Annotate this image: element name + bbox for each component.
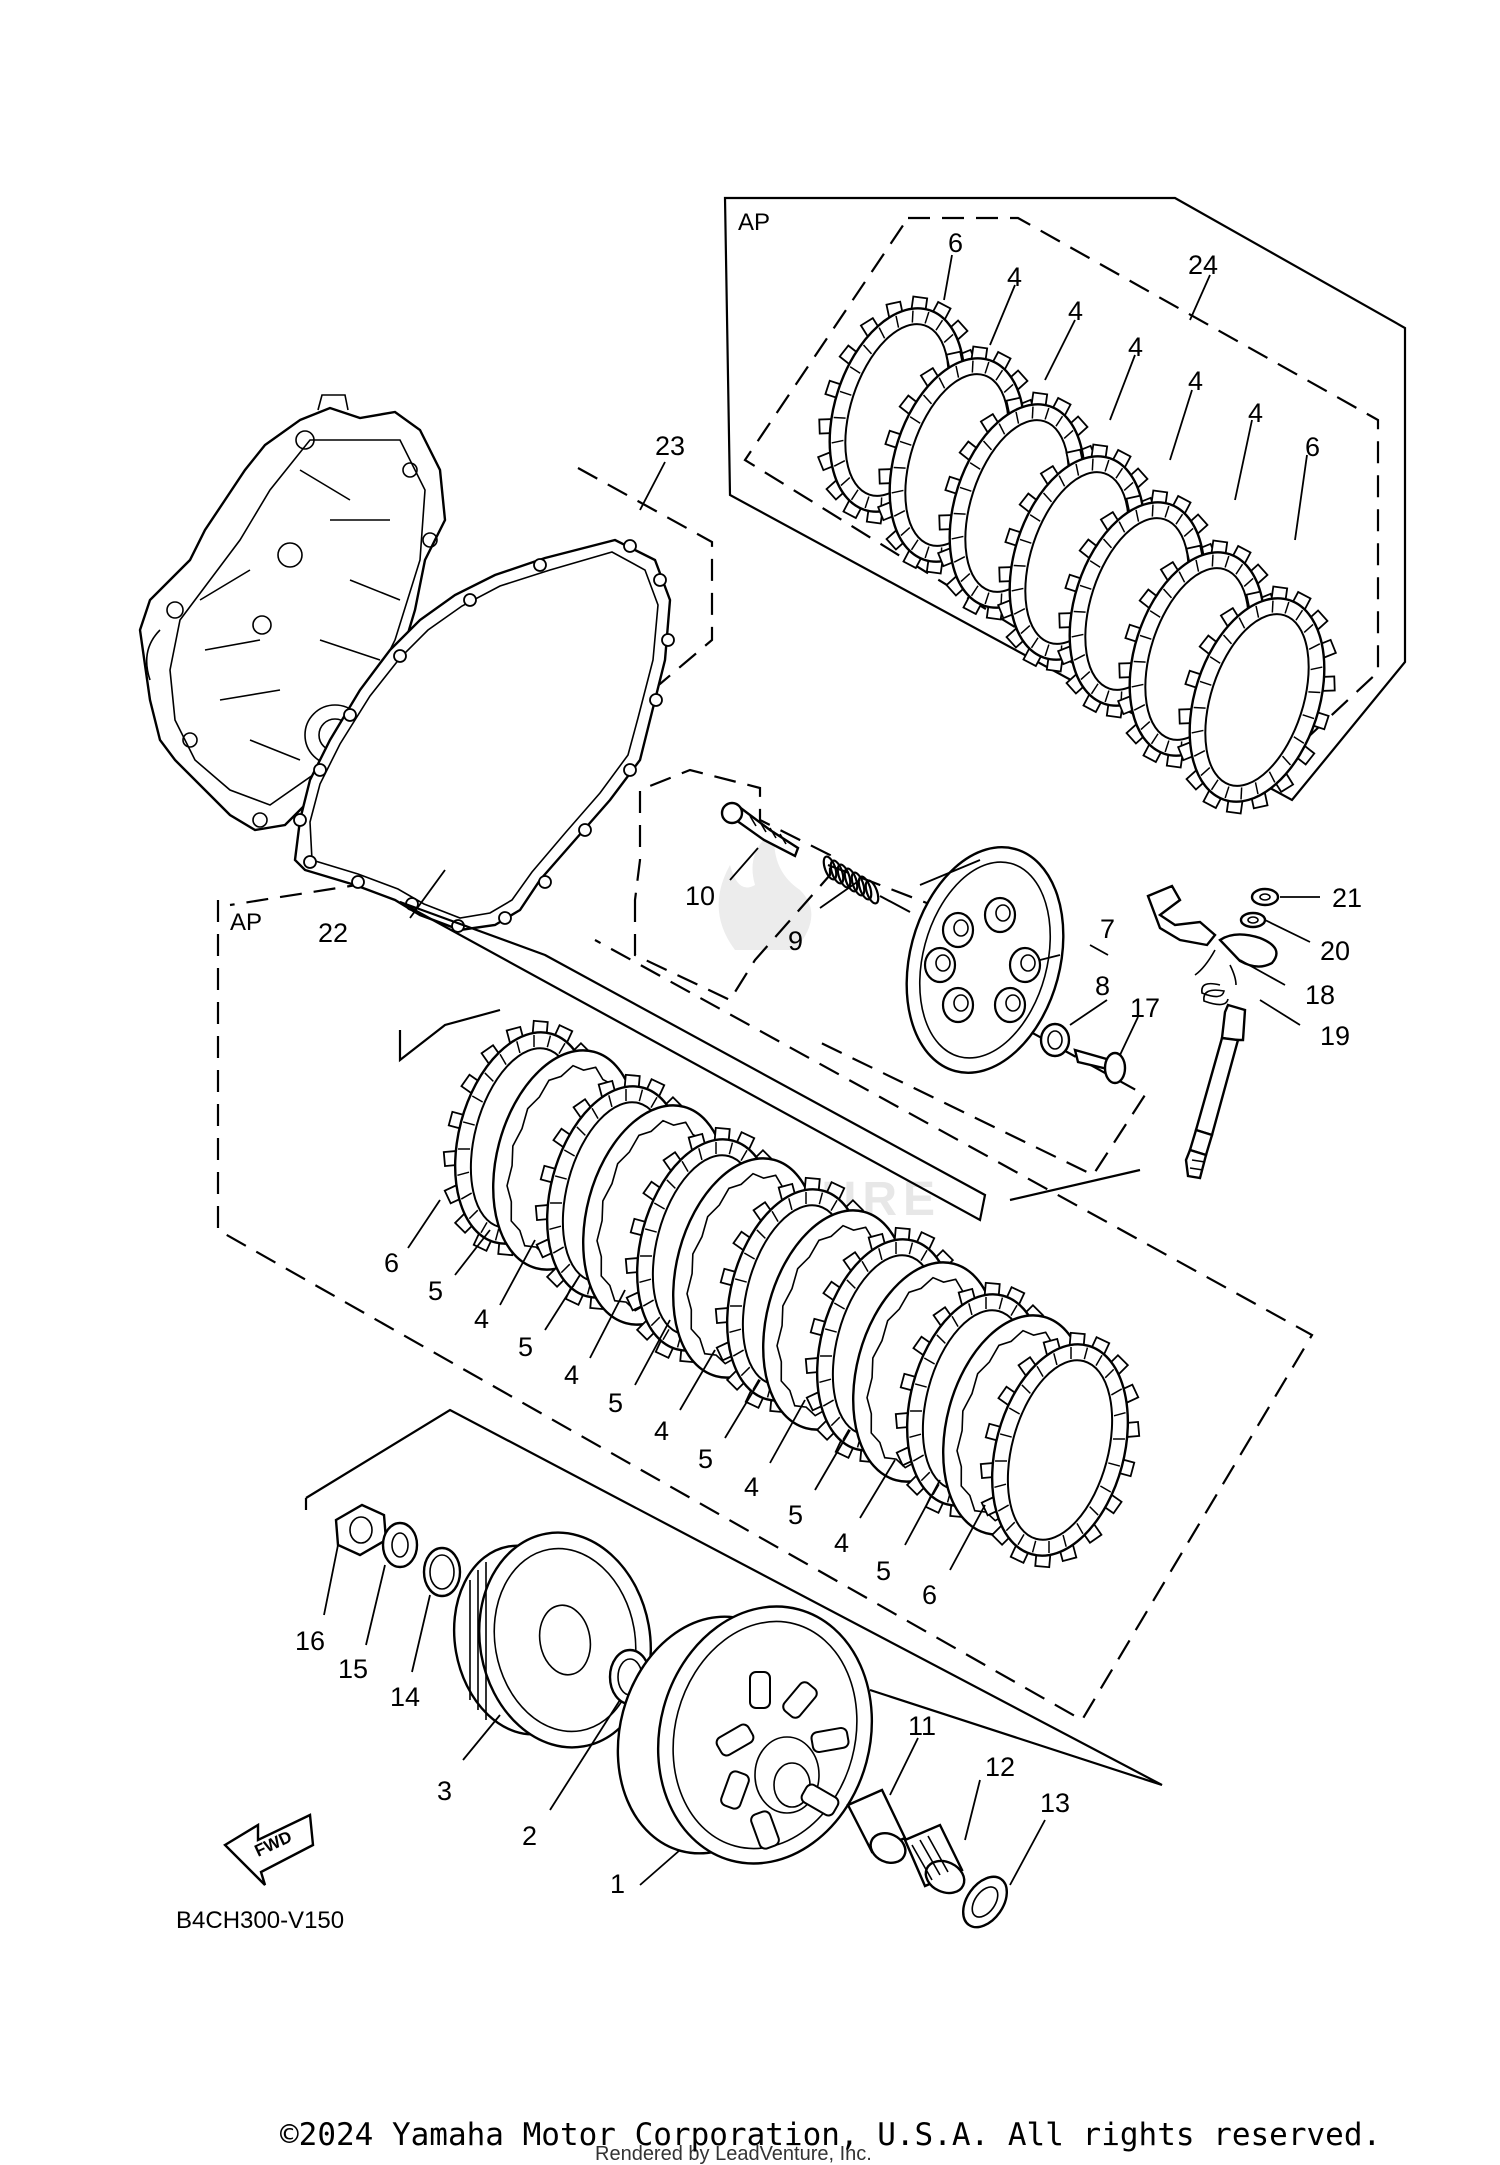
copyright: ©2024 Yamaha Motor Corporation, U.S.A. A…: [280, 2117, 1381, 2153]
callout-d4d: 4: [744, 1472, 759, 1502]
leader-lines: [323, 254, 1320, 1886]
callout-d6a: 6: [384, 1248, 399, 1278]
callout-c9: 9: [788, 926, 803, 956]
callout-c1: 1: [610, 1869, 625, 1899]
callout-d5f: 5: [876, 1556, 891, 1586]
crankcase-cover: [138, 394, 447, 832]
callout-d5c: 5: [608, 1388, 623, 1418]
callout-c4d: 4: [1188, 366, 1203, 396]
callout-d4b: 4: [564, 1360, 579, 1390]
gasket-group: [229, 467, 714, 933]
callout-c19: 19: [1320, 1021, 1350, 1051]
rendered-by: Rendered by LeadVenture, Inc.: [595, 2143, 872, 2165]
callout-c7: 7: [1100, 914, 1115, 944]
diagram-code: B4CH300-V150: [176, 1907, 344, 1934]
lower-assembly: [334, 1503, 1009, 1929]
pressure-plate-assembly: [814, 846, 1147, 1177]
callout-c4a: 4: [1007, 262, 1022, 292]
callout-c10: 10: [685, 881, 715, 911]
callout-c14: 14: [390, 1682, 420, 1712]
callout-c11: 11: [908, 1711, 936, 1741]
callout-c24: 24: [1188, 250, 1218, 280]
callout-d5a: 5: [428, 1276, 443, 1306]
group-label-ap-top: AP: [738, 209, 770, 236]
callout-c23: 23: [655, 431, 685, 461]
friction-plate-top-7: [1176, 585, 1338, 815]
callout-c2: 2: [522, 1821, 537, 1851]
callout-c12: 12: [985, 1752, 1015, 1782]
fwd-arrow-icon: FWD: [223, 1813, 315, 1886]
callout-d4e: 4: [834, 1528, 849, 1558]
callout-c4b: 4: [1068, 296, 1083, 326]
callout-c15: 15: [338, 1654, 368, 1684]
callout-c16: 16: [295, 1626, 325, 1656]
push-lever-assembly: [1146, 884, 1280, 1180]
callout-c3: 3: [437, 1776, 452, 1806]
callout-d5b: 5: [518, 1332, 533, 1362]
callout-c6a: 6: [948, 228, 963, 258]
callout-c4c: 4: [1128, 332, 1143, 362]
friction-plates-top: [816, 295, 1338, 815]
callout-c17: 17: [1130, 993, 1160, 1023]
callout-c21: 21: [1332, 883, 1362, 913]
callout-c20: 20: [1320, 936, 1350, 966]
callout-d5e: 5: [788, 1500, 803, 1530]
clutch-pack: [398, 900, 1141, 1569]
callout-d4a: 4: [474, 1304, 489, 1334]
callout-c4e: 4: [1248, 398, 1263, 428]
ap-friction-kit-group: AP: [723, 196, 1407, 815]
callout-c6b: 6: [1305, 432, 1320, 462]
friction-plate-mid-7: [979, 1331, 1141, 1569]
callout-d5d: 5: [698, 1444, 713, 1474]
callout-d4c: 4: [654, 1416, 669, 1446]
bolt-spring-group: [633, 768, 911, 1002]
callout-c22: 22: [318, 918, 348, 948]
callout-c13: 13: [1040, 1788, 1070, 1818]
callout-c8: 8: [1095, 971, 1110, 1001]
group-label-ap-left: AP: [230, 909, 262, 936]
callout-c18: 18: [1305, 980, 1335, 1010]
callout-d6b: 6: [922, 1580, 937, 1610]
